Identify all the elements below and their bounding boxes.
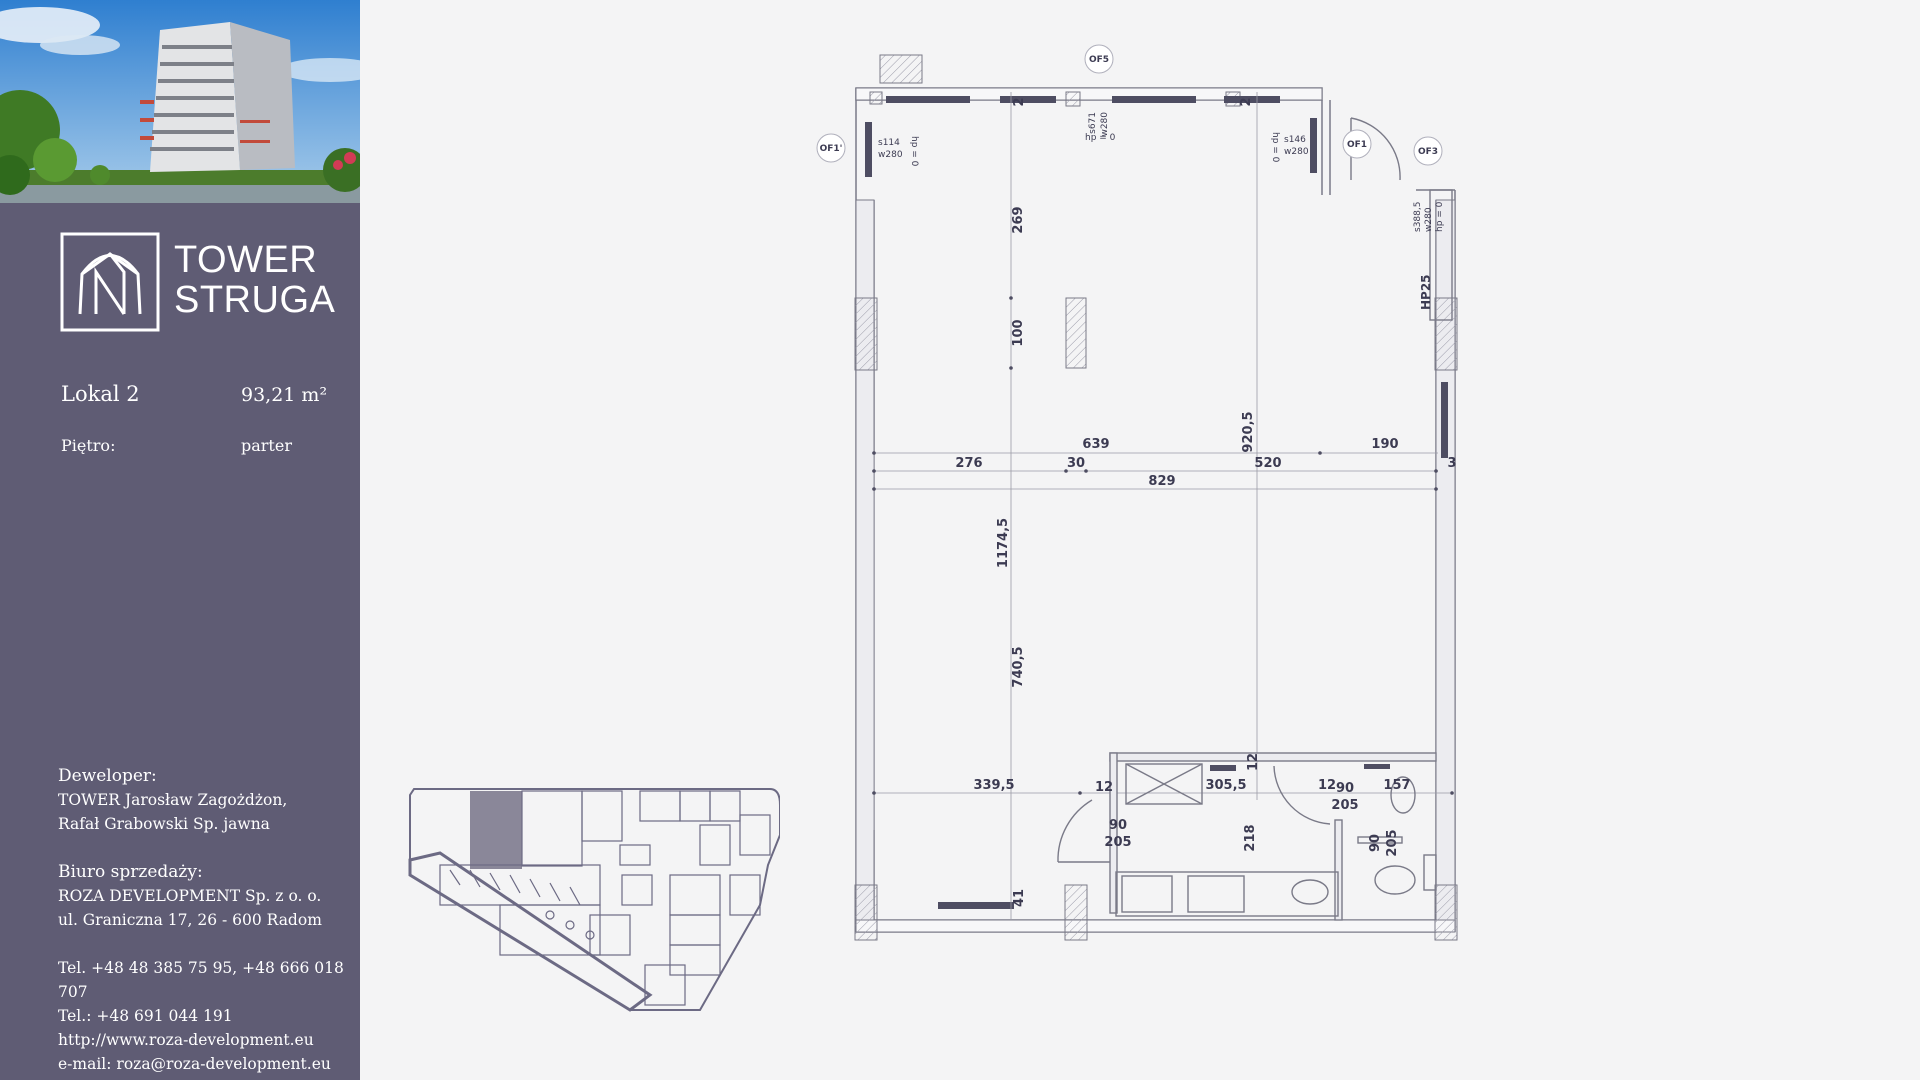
dim-190: 190 [1371,437,1398,452]
brand-name-line1: TOWER [174,239,318,281]
window-s671-height: w280 [1100,112,1110,137]
door2-height: 205 [1331,798,1358,813]
unit-name: Lokal 2 [61,382,140,406]
door3-height: 205 [1385,829,1400,856]
contact-block: Deweloper: TOWER Jarosław Zagożdżon, Raf… [58,764,358,1076]
window-s146: s146 [1284,135,1306,145]
dim-920-5: 920,5 [1241,411,1256,452]
door1-width: 90 [1109,818,1127,833]
dim-218: 218 [1243,824,1258,851]
window-s671: s671 [1088,112,1098,134]
sales-line2: ul. Graniczna 17, 26 - 600 Radom [58,911,322,929]
dim-639: 639 [1082,437,1109,452]
columns [854,54,1458,941]
window-s146-hp: hp = 0 [1270,132,1280,163]
logo-mark-icon [60,232,160,332]
marker-of1-prime: OF1' [820,144,843,154]
dim-829: 829 [1148,474,1175,489]
door2-width: 90 [1336,781,1354,796]
window-s114-height: w280 [878,150,903,160]
outer-walls [855,87,1456,933]
sales-heading: Biuro sprzedaży: [58,862,203,882]
brand-name-line2: STRUGA [174,279,336,321]
window-s114-hp: hp = 0 [909,136,919,167]
sales-line1: ROZA DEVELOPMENT Sp. z o. o. [58,887,322,905]
key-plan-highlight [470,791,522,869]
website-link[interactable]: http://www.roza-development.eu [58,1031,314,1049]
dim-41: 41 [1012,889,1027,907]
dim-12-b: 12 [1246,753,1261,771]
floor-label: Piętro: [61,436,116,455]
dim-157: 157 [1383,778,1410,793]
dim-100: 100 [1011,319,1026,346]
door1-height: 205 [1104,835,1131,850]
hp-label: HP25 [1419,274,1433,310]
window-s114: s114 [878,138,900,148]
developer-heading: Deweloper: [58,766,157,786]
floor-plan: OF5 OF1' OF1 OF3 s114 w280 hp = 0 s671 w… [816,44,1458,941]
dim-2-b: 2 [1239,97,1254,106]
window-s146-height: w280 [1284,147,1309,157]
markers [816,44,1443,166]
dim-30: 30 [1067,456,1085,471]
dim-269: 269 [1011,206,1026,233]
dim-3: 3 [1447,456,1456,471]
floor-value: parter [241,436,292,455]
dim-339-5: 339,5 [973,778,1014,793]
brand-name: TOWER STRUGA [174,240,335,320]
window-s388-hp: hp = 0 [1435,201,1445,232]
dim-520: 520 [1254,456,1281,471]
developer-line1: TOWER Jarosław Zagożdżon, [58,791,288,809]
unit-area: 93,21 m² [241,384,328,406]
dim-276: 276 [955,456,982,471]
email-link[interactable]: e-mail: roza@roza-development.eu [58,1055,331,1073]
dim-12-c: 12 [1318,778,1336,793]
dim-1174-5: 1174,5 [996,518,1011,568]
service-block [1057,117,1453,921]
phone-secondary: Tel.: +48 691 044 191 [58,1007,233,1025]
window-s671-hp: hp = 0 [1085,133,1116,143]
phone-primary: Tel. +48 48 385 75 95, +48 666 018 707 [58,959,344,1001]
windows [865,96,1448,909]
dim-12-a: 12 [1095,780,1113,795]
key-plan [408,788,780,1012]
dimension-lines [872,92,1450,920]
building-photo [0,0,360,203]
door3-width: 90 [1368,834,1383,852]
marker-of5: OF5 [1089,55,1109,65]
dim-740-5: 740,5 [1011,646,1026,687]
window-s388: s388,5 [1413,202,1423,232]
sidebar: TOWER STRUGA Lokal 2 93,21 m² Piętro: pa… [0,0,360,1080]
marker-of1: OF1 [1347,140,1367,150]
developer-line2: Rafał Grabowski Sp. jawna [58,815,270,833]
window-s388-height: w280 [1424,207,1434,232]
dim-2-a: 2 [1012,97,1027,106]
marker-of3: OF3 [1418,147,1438,157]
dim-305-5: 305,5 [1205,778,1246,793]
